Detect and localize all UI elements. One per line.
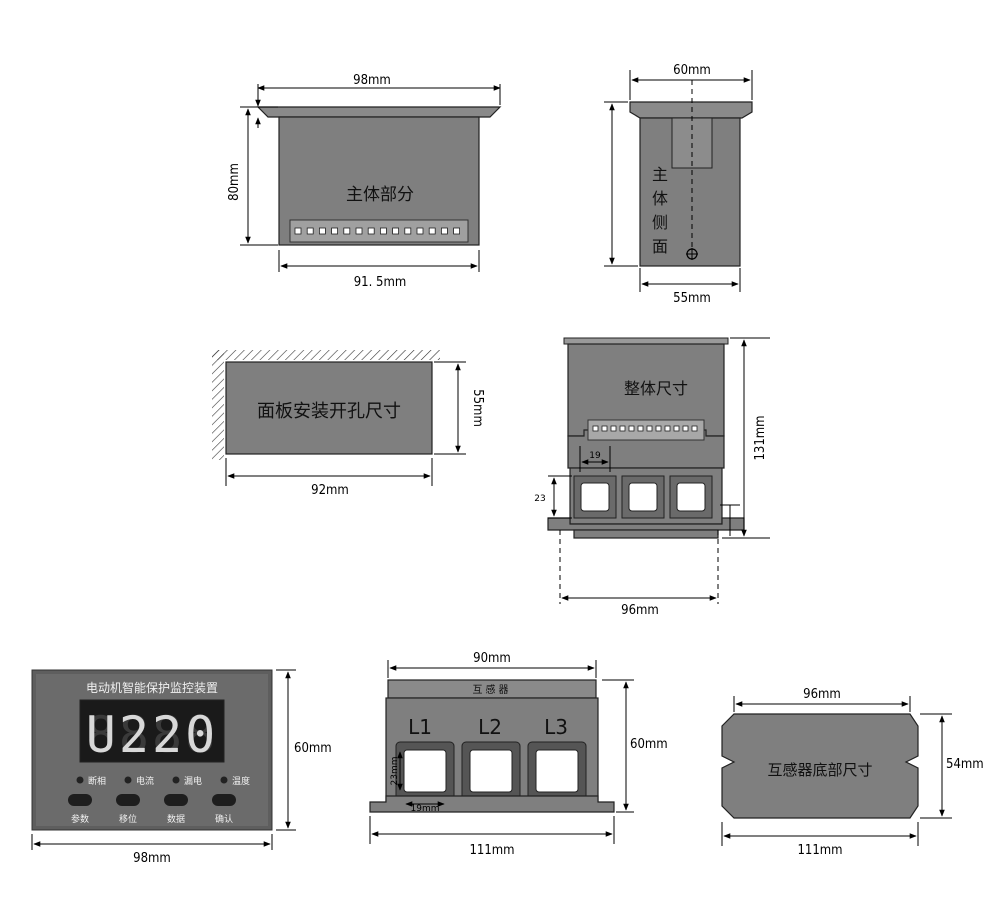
- param-button[interactable]: [68, 794, 92, 806]
- shift-button[interactable]: [116, 794, 140, 806]
- terminal-pin: [673, 425, 680, 432]
- terminal-pin: [367, 227, 375, 235]
- terminal-pin: [416, 227, 424, 235]
- terminal-pin: [379, 227, 387, 235]
- terminal-pin: [392, 227, 400, 235]
- main-body-view: 主体部分 98mm 80mm 91. 5mm: [227, 73, 502, 290]
- panel-cutout-label: 面板安装开孔尺寸: [257, 401, 401, 422]
- main-body-width-top: 98mm: [353, 73, 391, 88]
- terminal-pin: [655, 425, 662, 432]
- panel-cutout-width: 92mm: [311, 483, 349, 498]
- overall-view: 整体尺寸 131mm 19 23 96mm: [534, 337, 770, 618]
- indicator-label: 电流: [136, 775, 154, 787]
- panel-cutout-height: 55mm: [470, 389, 485, 427]
- overall-hole-height: 23: [534, 494, 545, 504]
- terminal-pin: [601, 425, 608, 432]
- panel-buttons: 参数 移位 数据 确认: [68, 794, 236, 825]
- transformer-ct-windows: [395, 741, 587, 801]
- side-view-width-bottom: 55mm: [673, 291, 711, 306]
- svg-text:侧: 侧: [652, 213, 668, 232]
- transformer-height: 60mm: [630, 737, 668, 752]
- indicator-label: 温度: [232, 775, 250, 787]
- transformer-view: 互感器 L1 L2 L3 23mm 19mm 90mm 60mm: [369, 651, 668, 858]
- terminal-pin: [440, 227, 448, 235]
- terminal-pin: [428, 227, 436, 235]
- terminal-pin: [637, 425, 644, 432]
- main-body-label: 主体部分: [346, 185, 414, 205]
- side-view: 主 体 侧 面 60mm 55mm: [604, 63, 753, 306]
- data-button[interactable]: [164, 794, 188, 806]
- transformer-base-height: 54mm: [946, 757, 984, 772]
- terminal-pin: [404, 227, 412, 235]
- front-panel-width: 98mm: [133, 851, 171, 866]
- seven-segment-display: U220: [86, 706, 218, 764]
- overall-hole-width: 19: [589, 451, 601, 461]
- main-body-width-bottom: 91. 5mm: [354, 275, 407, 290]
- terminal-pin: [294, 227, 302, 235]
- transformer-title: 互感器: [473, 683, 512, 696]
- terminal-pin: [343, 227, 351, 235]
- main-body-height: 80mm: [227, 163, 242, 201]
- display-ghost: 8888: [86, 706, 218, 764]
- terminal-pin: [682, 425, 689, 432]
- button-label: 确认: [215, 813, 233, 825]
- svg-text:主: 主: [652, 165, 668, 184]
- terminal-pin: [453, 227, 461, 235]
- indicator-label: 断相: [88, 775, 106, 787]
- side-view-label: 主 体 侧 面: [652, 165, 668, 256]
- transformer-base-view: 互感器底部尺寸 96mm 54mm 111mm: [721, 687, 984, 858]
- terminal-pin: [306, 227, 314, 235]
- transformer-base-width-bottom: 111mm: [797, 843, 842, 858]
- terminal-pin: [331, 227, 339, 235]
- button-label: 数据: [167, 813, 185, 825]
- overall-width: 96mm: [621, 603, 659, 618]
- front-panel-title: 电动机智能保护监控装置: [86, 680, 218, 695]
- svg-text:体: 体: [652, 189, 668, 208]
- overall-label: 整体尺寸: [624, 379, 688, 398]
- overall-ct-windows: [573, 475, 713, 519]
- front-panel-view: 电动机智能保护监控装置 8888 U220 断相 电流 漏电 温度 参数 移位 …: [31, 669, 332, 866]
- transformer-hole-width: 19mm: [411, 804, 440, 814]
- transformer-base-width-top: 96mm: [803, 687, 841, 702]
- svg-text:面: 面: [652, 237, 668, 256]
- terminal-pin: [691, 425, 698, 432]
- button-label: 移位: [119, 813, 137, 825]
- terminal-pin: [628, 425, 635, 432]
- phase-label: L3: [544, 715, 568, 739]
- terminal-pin: [619, 425, 626, 432]
- terminal-pin: [592, 425, 599, 432]
- phase-label: L1: [408, 715, 432, 739]
- transformer-hole-height: 23mm: [390, 757, 400, 786]
- terminal-pin: [355, 227, 363, 235]
- terminal-pin: [664, 425, 671, 432]
- transformer-width-top: 90mm: [473, 651, 511, 666]
- terminal-block-overall: [592, 425, 698, 432]
- button-label: 参数: [71, 813, 89, 825]
- transformer-base-label: 互感器底部尺寸: [767, 761, 872, 779]
- indicator-label: 漏电: [184, 775, 202, 787]
- terminal-pin: [646, 425, 653, 432]
- terminal-pin: [610, 425, 617, 432]
- side-view-width-top: 60mm: [673, 63, 711, 78]
- confirm-button[interactable]: [212, 794, 236, 806]
- panel-cutout-view: 面板安装开孔尺寸 55mm 92mm: [212, 350, 485, 498]
- terminal-block-main: [294, 227, 461, 235]
- overall-height: 131mm: [753, 415, 768, 460]
- front-panel-height: 60mm: [294, 741, 332, 756]
- indicator-leds: 断相 电流 漏电 温度: [76, 775, 250, 787]
- terminal-pin: [318, 227, 326, 235]
- phase-label: L2: [478, 715, 502, 739]
- transformer-width-bottom: 111mm: [469, 843, 514, 858]
